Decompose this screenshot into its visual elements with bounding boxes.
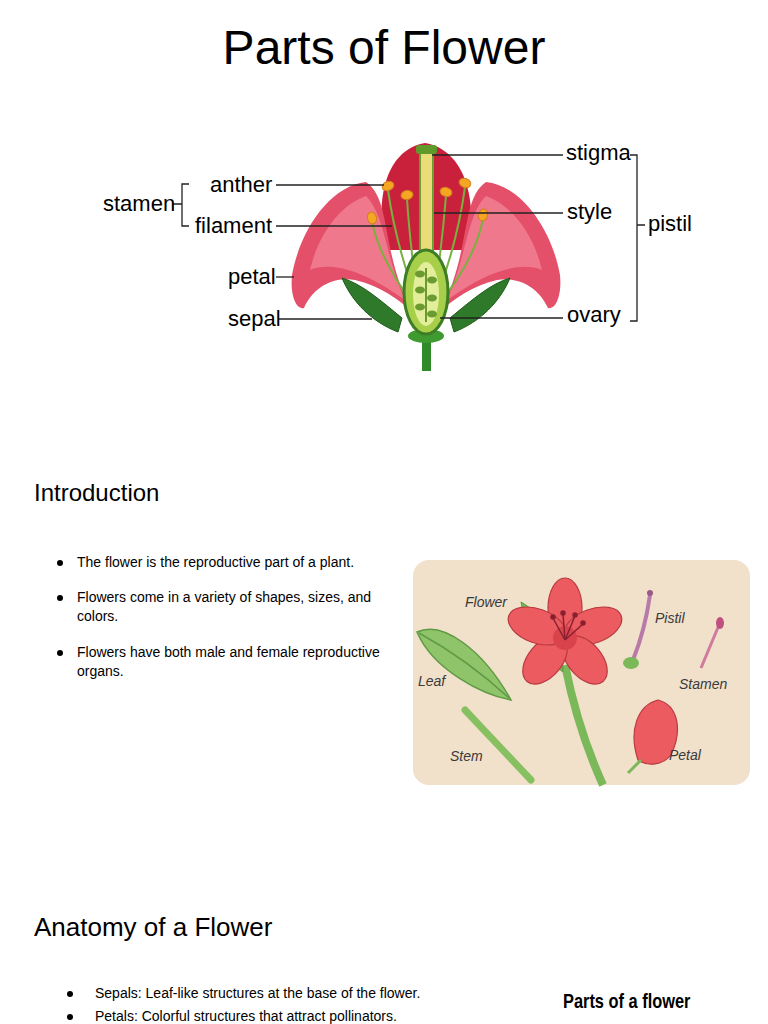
part-label: Petal: [669, 747, 701, 763]
part-label: ovary: [567, 302, 621, 328]
ovule: [427, 311, 437, 318]
leader-line: [432, 154, 563, 155]
part-label: Pistil: [655, 610, 685, 626]
part-label: petal: [228, 264, 276, 290]
sepal-shape: [342, 278, 402, 332]
ovule: [415, 271, 425, 278]
ovary-inner: [413, 262, 439, 326]
petal-stalk: [628, 760, 641, 773]
part-label: pistil: [648, 211, 692, 237]
part-label: Leaf: [418, 673, 445, 689]
stamen-line: [565, 624, 583, 640]
part-label: filament: [195, 213, 272, 239]
stamen-shape: [701, 625, 719, 668]
part-label: stamen: [103, 191, 175, 217]
pistil-base: [623, 657, 639, 669]
anther-shape: [381, 180, 395, 193]
bullet-text: Sepals: Leaf-like structures at the base…: [95, 985, 420, 1002]
anther-shape: [400, 190, 413, 201]
part-label: style: [567, 199, 612, 225]
pistil-bracket: [630, 155, 645, 321]
flower-stamens: [551, 611, 585, 640]
leader-line: [276, 184, 384, 185]
part-label: anther: [210, 172, 272, 198]
anther-shape: [458, 177, 472, 190]
flower-petals: [503, 578, 627, 692]
sepal-shape: [450, 278, 510, 332]
bullet-text: The flower is the reproductive part of a…: [77, 553, 402, 572]
figure-heading: Parts of a flower: [563, 989, 690, 1013]
stamen-bracket: [173, 184, 189, 226]
stamen-line: [563, 614, 565, 640]
stigma-tip: [416, 145, 437, 154]
ovule-axis: [425, 268, 427, 322]
pistil-shape: [633, 595, 650, 660]
ovule: [415, 287, 425, 294]
anther-shape: [439, 186, 453, 198]
leader-lines: [173, 155, 645, 321]
stamen-tip: [551, 615, 555, 619]
leader-line: [276, 225, 392, 226]
bullet-dot: [57, 650, 63, 656]
leader-line: [278, 318, 372, 319]
ovary-shape: [404, 250, 448, 334]
bullet-text: Flowers come in a variety of shapes, siz…: [77, 588, 402, 626]
section-heading: Introduction: [34, 479, 159, 507]
illustration-panel: FlowerPistilLeaf StamenStem Petal: [413, 560, 750, 785]
bullet-dot: [57, 595, 63, 601]
part-label: Flower: [465, 594, 507, 610]
part-label: sepal: [228, 306, 281, 332]
pistil-tip: [647, 590, 653, 596]
anther-shape: [477, 208, 489, 222]
leader-line: [276, 276, 294, 277]
bullet-dot: [57, 560, 63, 566]
bullet-dot: [67, 1014, 73, 1020]
part-label: Stamen: [679, 676, 727, 692]
leader-line: [434, 212, 563, 213]
bullet-dot: [67, 991, 73, 997]
page-title: Parts of Flower: [0, 22, 768, 74]
ovule: [415, 304, 425, 311]
ovules: [415, 268, 437, 322]
stamen-tip: [561, 611, 565, 615]
leaf-vein: [419, 633, 509, 698]
part-label: stigma: [566, 140, 631, 166]
part-label: Stem: [450, 748, 483, 764]
leaf-shape: [417, 629, 511, 700]
stamen-tip: [581, 621, 585, 625]
stamen-tip: [716, 617, 724, 629]
leader-line: [440, 317, 563, 318]
stem-piece: [465, 710, 531, 780]
bullet-text: Flowers have both male and female reprod…: [77, 643, 402, 681]
style-tube: [420, 150, 433, 262]
stamen-tip: [573, 613, 577, 617]
section-heading: Anatomy of a Flower: [34, 912, 272, 942]
ovule: [427, 277, 437, 284]
ovule: [427, 295, 437, 302]
bullet-text: Petals: Colorful structures that attract…: [95, 1009, 397, 1024]
anther-shape: [366, 211, 378, 225]
